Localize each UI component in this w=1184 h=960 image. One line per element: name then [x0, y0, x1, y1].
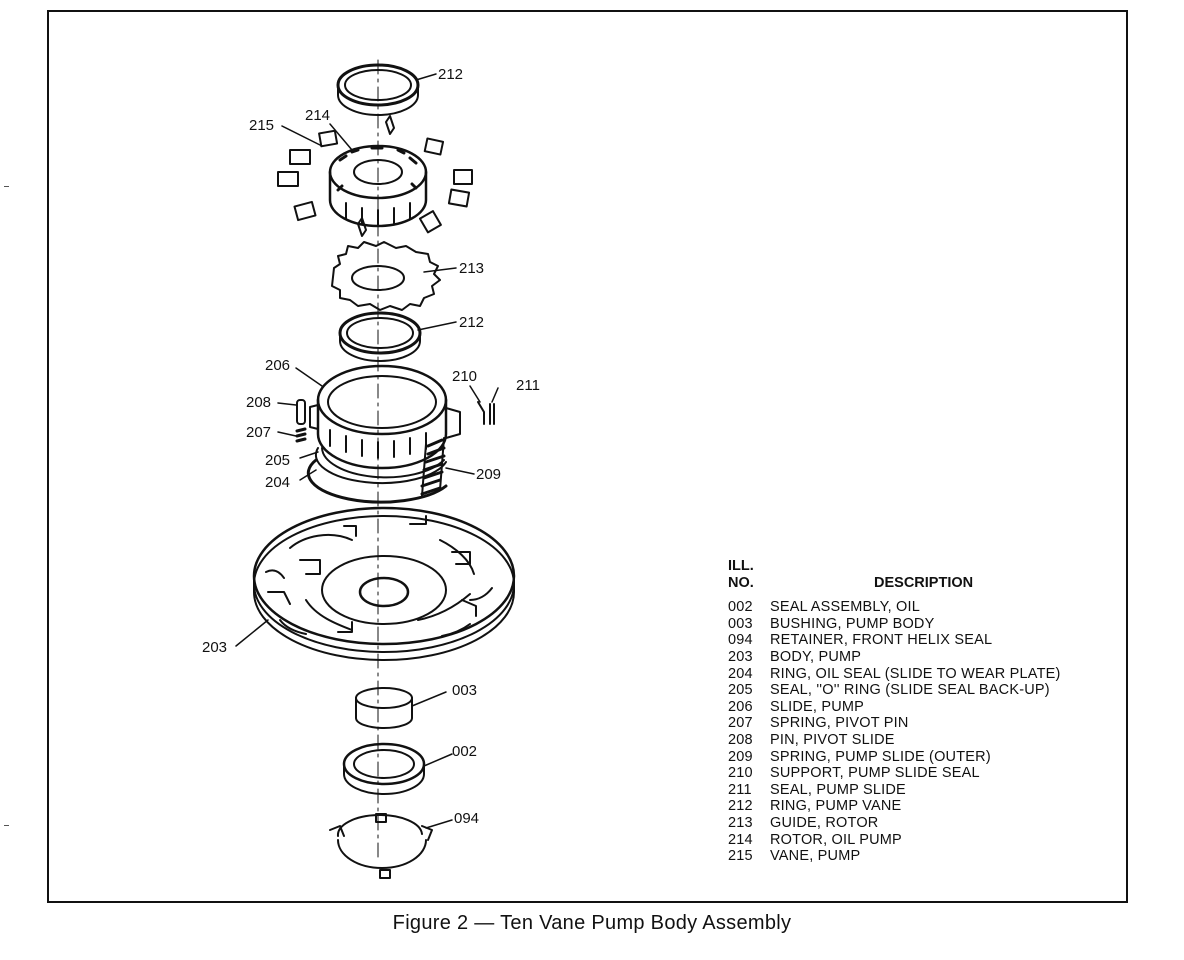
legend-item-description: SUPPORT, PUMP SLIDE SEAL: [770, 765, 980, 782]
callout-207: 207: [246, 424, 271, 441]
legend-item-description: ROTOR, OIL PUMP: [770, 831, 902, 848]
legend-item-description: SEAL, ''O'' RING (SLIDE SEAL BACK-UP): [770, 682, 1050, 699]
callout-210: 210: [452, 368, 477, 385]
legend-item-description: RING, OIL SEAL (SLIDE TO WEAR PLATE): [770, 665, 1061, 682]
figure-frame: [47, 10, 1128, 903]
pump-slide: [309, 364, 461, 479]
pivot-pin-spring: [295, 427, 307, 443]
pump-vanes: [277, 115, 473, 237]
legend-row: 210 SUPPORT, PUMP SLIDE SEAL: [728, 765, 1061, 782]
callout-206: 206: [265, 357, 290, 374]
callout-211: 211: [516, 377, 540, 394]
pump-body-bushing: [355, 687, 413, 729]
legend-item-number: 003: [728, 615, 753, 632]
legend-item-description: RING, PUMP VANE: [770, 798, 902, 815]
legend-item-number: 210: [728, 765, 753, 782]
legend-item-number: 206: [728, 698, 753, 715]
callout-214: 214: [305, 107, 330, 124]
callout-003: 003: [452, 682, 477, 699]
legend-row: 203 BODY, PUMP: [728, 649, 1061, 666]
legend-item-number: 213: [728, 814, 753, 831]
legend-item-number: 207: [728, 715, 753, 732]
callout-209: 209: [476, 466, 501, 483]
parts-legend: ILL. NO. DESCRIPTION 002 SEAL ASSEMBLY, O…: [728, 558, 1061, 865]
legend-item-description: SLIDE, PUMP: [770, 698, 865, 715]
legend-row: 207 SPRING, PIVOT PIN: [728, 715, 1061, 732]
slide-seal-rings: [306, 447, 448, 504]
legend-item-description: GUIDE, ROTOR: [770, 814, 879, 831]
callout-labels: 212 214 215 213 212 206 210 211 208 207 …: [202, 66, 540, 827]
legend-item-description: BUSHING, PUMP BODY: [770, 615, 935, 632]
legend-item-description: SPRING, PUMP SLIDE (OUTER): [770, 748, 991, 765]
callout-213: 213: [459, 260, 484, 277]
callout-leaders: [235, 73, 499, 829]
legend-item-description: BODY, PUMP: [770, 648, 862, 665]
legend-row: 211 SEAL, PUMP SLIDE: [728, 782, 1061, 799]
pump-vane-ring-bottom: [338, 311, 422, 362]
legend-row: 206 SLIDE, PUMP: [728, 699, 1061, 716]
callout-204: 204: [265, 474, 290, 491]
callout-212-top: 212: [438, 66, 463, 83]
legend-row: 213 GUIDE, ROTOR: [728, 815, 1061, 832]
legend-item-description: SEAL ASSEMBLY, OIL: [770, 599, 921, 616]
callout-215: 215: [249, 117, 274, 134]
legend-row: 214 ROTOR, OIL PUMP: [728, 832, 1061, 849]
pump-slide-spring: [420, 437, 446, 497]
pump-vane-ring-top: [336, 63, 420, 116]
figure-caption: Figure 2 — Ten Vane Pump Body Assembly: [392, 912, 792, 934]
legend-item-description: SEAL, PUMP SLIDE: [770, 781, 906, 798]
callout-212-bottom: 212: [459, 314, 484, 331]
oil-pump-rotor: [328, 144, 428, 228]
oil-seal-assembly: [342, 742, 426, 795]
callout-002: 002: [452, 743, 477, 760]
rotor-guide: [331, 241, 441, 311]
margin-tick: [4, 825, 9, 826]
legend-item-number: 208: [728, 731, 753, 748]
legend-row: 204 RING, OIL SEAL (SLIDE TO WEAR PLATE): [728, 666, 1061, 683]
legend-item-description: RETAINER, FRONT HELIX SEAL: [770, 632, 993, 649]
legend-header-ill: ILL.: [728, 558, 754, 574]
callout-094: 094: [454, 810, 479, 827]
legend-header-description: DESCRIPTION: [874, 574, 974, 591]
legend-item-number: 094: [728, 632, 753, 649]
legend-rows: 002 SEAL ASSEMBLY, OIL 003 BUSHING, PUMP BO…: [728, 599, 1061, 865]
legend-row: 208 PIN, PIVOT SLIDE: [728, 732, 1061, 749]
callout-205: 205: [265, 452, 290, 469]
callout-208: 208: [246, 394, 271, 411]
legend-row: 215 VANE, PUMP: [728, 848, 1061, 865]
margin-tick: [4, 186, 9, 187]
callout-203: 203: [202, 639, 227, 656]
legend-item-number: 209: [728, 748, 753, 765]
legend-item-number: 215: [728, 848, 753, 865]
legend-row: 205 SEAL, ''O'' RING (SLIDE SEAL BACK-UP): [728, 682, 1061, 699]
legend-item-number: 205: [728, 682, 753, 699]
legend-item-number: 211: [728, 781, 752, 798]
legend-item-description: SPRING, PIVOT PIN: [770, 715, 909, 732]
legend-row: 212 RING, PUMP VANE: [728, 798, 1061, 815]
slide-seal-support: [477, 401, 495, 425]
legend-item-description: PIN, PIVOT SLIDE: [770, 731, 895, 748]
pivot-pin: [296, 399, 306, 425]
legend-row: 002 SEAL ASSEMBLY, OIL: [728, 599, 1061, 616]
legend-item-description: VANE, PUMP: [770, 848, 861, 865]
legend-row: 003 BUSHING, PUMP BODY: [728, 616, 1061, 633]
front-helix-seal-retainer: [329, 813, 433, 879]
pump-body: [252, 506, 516, 661]
legend-header-no: NO.: [728, 574, 754, 591]
legend-item-number: 204: [728, 665, 753, 682]
legend-item-number: 212: [728, 798, 753, 815]
legend-item-number: 214: [728, 831, 753, 848]
legend-row: 094 RETAINER, FRONT HELIX SEAL: [728, 632, 1061, 649]
legend-item-number: 203: [728, 648, 753, 665]
legend-row: 209 SPRING, PUMP SLIDE (OUTER): [728, 749, 1061, 766]
legend-header-row: NO. DESCRIPTION: [728, 575, 1061, 592]
legend-item-number: 002: [728, 599, 753, 616]
